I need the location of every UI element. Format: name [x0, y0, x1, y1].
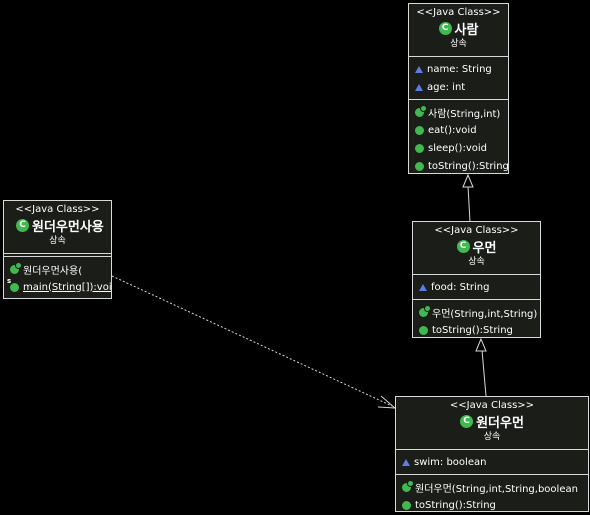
static-method-row[interactable]: main(String[]):void [4, 277, 111, 296]
package-label: 상속 [468, 257, 485, 267]
attribute-row[interactable]: age: int [409, 78, 508, 96]
method-icon [402, 500, 411, 510]
class-header: <<Java Class>> C 원더우먼 상속 [396, 397, 588, 449]
inheritance-edge-ramen-person [467, 185, 471, 223]
class-icon: C [438, 21, 452, 35]
constructor-row[interactable]: 사람(String,int) [409, 103, 508, 121]
class-icon: C [460, 414, 474, 428]
operations-section: 원더우먼사용( main(String[]):void [4, 257, 111, 298]
stereotype-label: <<Java Class>> [416, 7, 501, 18]
stereotype-label: <<Java Class>> [449, 400, 535, 411]
constructor-row[interactable]: 원더우먼(String,int,String,boolean [396, 478, 588, 496]
dependency-edge-user-wonder [111, 275, 393, 407]
operations-section: 우먼(String,int,String) toString():String [413, 300, 540, 337]
operations-section: 사람(String,int) eat():void sleep():void t… [409, 100, 508, 173]
attribute-icon [415, 83, 423, 91]
package-label: 상속 [450, 39, 467, 49]
class-icon: C [16, 218, 29, 232]
constructor-icon [415, 104, 427, 117]
method-row[interactable]: toString():String [396, 496, 588, 511]
constructor-icon [402, 479, 414, 492]
class-name: 사람 [454, 22, 479, 38]
stereotype-label: <<Java Class>> [15, 204, 100, 215]
operations-section: 원더우먼(String,int,String,boolean toString(… [396, 475, 588, 511]
method-icon [419, 325, 428, 335]
attribute-row[interactable]: name: String [409, 60, 508, 78]
class-name: 원더우먼 [476, 415, 524, 431]
stereotype-label: <<Java Class>> [434, 225, 519, 236]
class-header: <<Java Class>> C 원더우먼사용 상속 [4, 201, 111, 253]
attribute-icon [419, 283, 427, 291]
class-name: 원더우먼사용 [32, 219, 104, 235]
dependency-arrowhead [377, 395, 397, 409]
method-row[interactable]: toString():String [409, 157, 508, 173]
attributes-section: swim: boolean [396, 450, 588, 474]
class-header: <<Java Class>> C 우먼 상속 [413, 222, 540, 274]
attributes-section: food: String [413, 275, 540, 299]
inheritance-arrowhead-person [462, 173, 474, 188]
attribute-icon [402, 458, 410, 466]
class-wonder-woman-user[interactable]: <<Java Class>> C 원더우먼사용 상속 원더우먼사용( main(… [3, 200, 112, 299]
constructor-row[interactable]: 우먼(String,int,String) [413, 303, 540, 321]
class-icon: C [456, 239, 470, 253]
class-header: <<Java Class>> C 사람 상속 [409, 4, 508, 56]
constructor-icon [419, 304, 431, 317]
attribute-row[interactable]: food: String [413, 278, 540, 296]
method-row[interactable]: eat():void [409, 121, 508, 139]
method-icon [415, 125, 424, 135]
constructor-icon [10, 261, 22, 274]
method-row[interactable]: sleep():void [409, 139, 508, 157]
method-row[interactable]: toString():String [413, 321, 540, 337]
method-icon [415, 161, 424, 171]
static-method-icon [7, 277, 19, 292]
attributes-section: name: String age: int [409, 57, 508, 99]
class-name: 우먼 [472, 240, 497, 256]
class-person[interactable]: <<Java Class>> C 사람 상속 name: String age:… [408, 3, 509, 174]
class-wonder-woman[interactable]: <<Java Class>> C 원더우먼 상속 swim: boolean 원… [395, 396, 589, 512]
package-label: 상속 [483, 432, 501, 442]
inheritance-arrowhead-ramen [475, 337, 487, 352]
method-icon [415, 143, 424, 153]
package-label: 상속 [49, 236, 66, 246]
attribute-icon [415, 65, 423, 73]
constructor-row[interactable]: 원더우먼사용( [4, 260, 111, 278]
attribute-row[interactable]: swim: boolean [396, 453, 588, 471]
class-ramen[interactable]: <<Java Class>> C 우먼 상속 food: String 우먼(S… [412, 221, 541, 338]
inheritance-edge-wonder-ramen [481, 349, 487, 397]
